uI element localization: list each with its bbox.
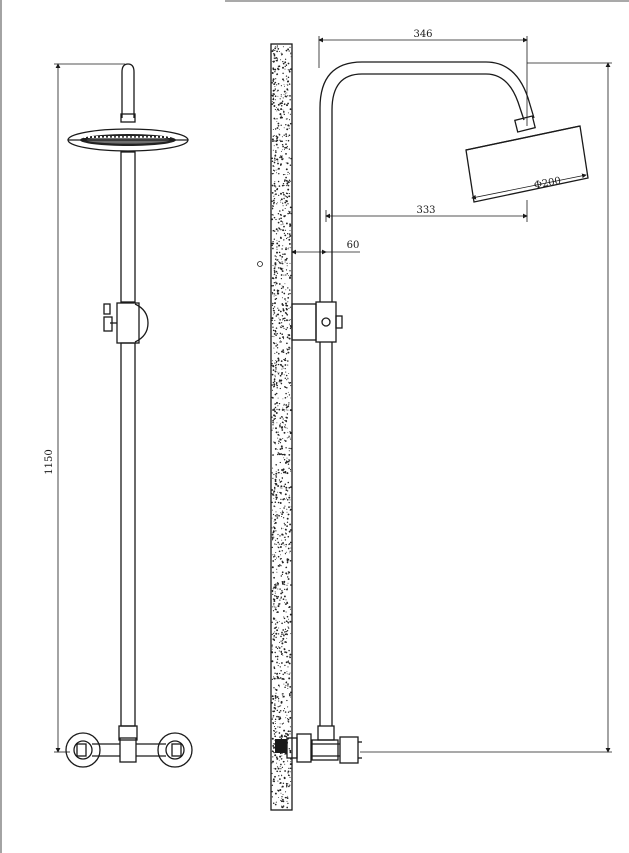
diverter-front xyxy=(103,302,149,344)
wall-section xyxy=(270,43,293,811)
arm-reach-label: 346 xyxy=(413,29,432,40)
mixer-side xyxy=(275,733,362,764)
head-diameter-label: Φ200 xyxy=(533,176,562,192)
diverter-side xyxy=(291,301,343,343)
height-dimension: 1150 xyxy=(44,63,125,753)
shower-head-holes xyxy=(84,136,170,138)
shower-head-front xyxy=(67,128,189,152)
shower-head-side xyxy=(465,125,589,203)
riser-and-arm xyxy=(319,61,535,302)
arm-reach-dimension: 346 xyxy=(318,29,528,126)
side-view: 346 333 Φ200 xyxy=(257,29,612,811)
head-offset-dimension: 333 xyxy=(325,200,528,222)
wall-offset-dimension: 60 xyxy=(291,240,360,255)
mixer-front xyxy=(65,732,193,768)
height-label: 1150 xyxy=(44,449,55,474)
head-diameter-dimension: Φ200 xyxy=(471,173,587,200)
front-view: 1150 xyxy=(44,63,193,768)
head-offset-label: 333 xyxy=(416,205,435,216)
wall-offset-label: 60 xyxy=(347,240,360,251)
